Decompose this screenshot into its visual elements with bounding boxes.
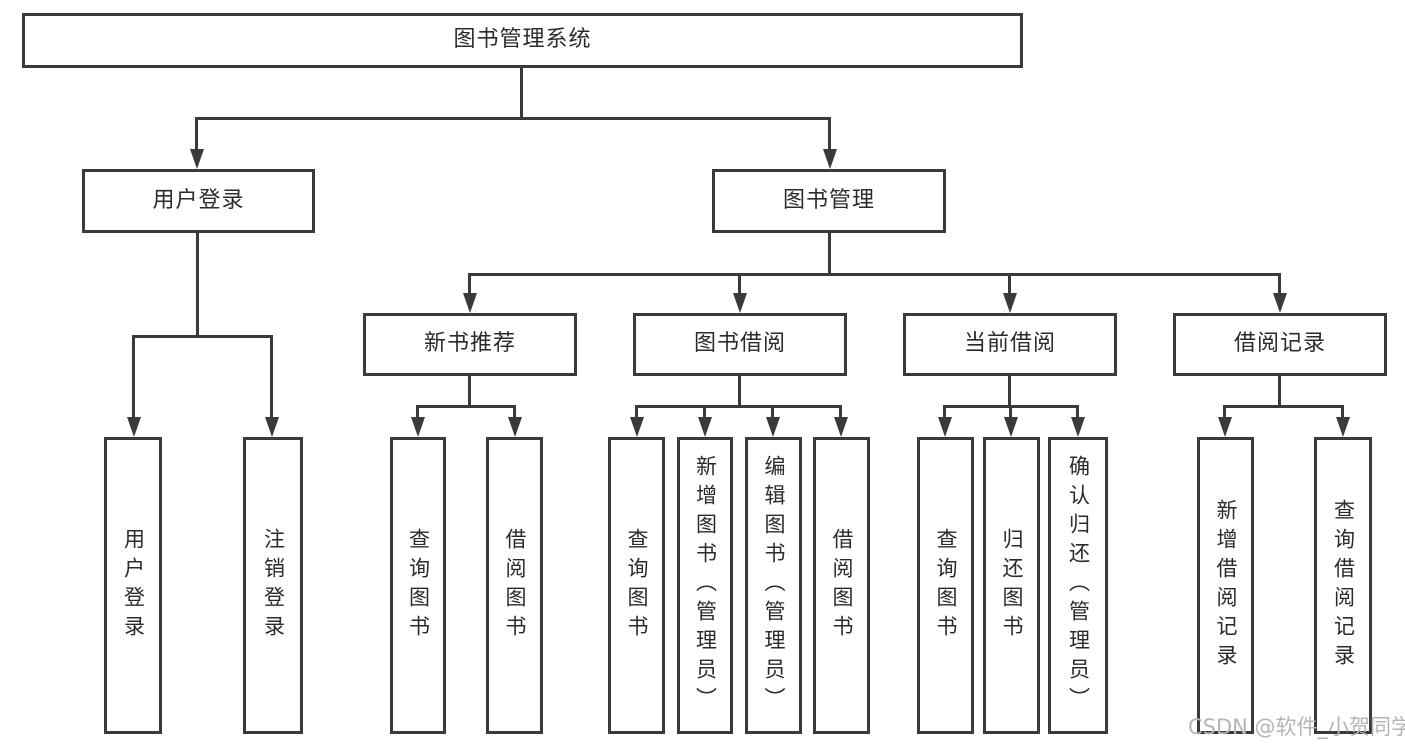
- node-query-books-borrowing: 查询图书: [608, 437, 665, 734]
- node-return-books: 归还图书: [983, 437, 1040, 734]
- connector-arrowhead: [1218, 417, 1232, 437]
- node-add-books-admin: 新增图书（管理员）: [677, 437, 733, 734]
- connector-arrowhead: [190, 149, 204, 169]
- connector-line: [1076, 405, 1079, 419]
- leaf-label: 用户登录: [121, 527, 146, 644]
- connector-line: [1341, 405, 1344, 419]
- connector-line: [195, 117, 198, 151]
- connector-line: [1009, 405, 1012, 419]
- leaf-label: 新增图书（管理员）: [693, 455, 718, 716]
- connector-arrowhead: [823, 149, 837, 169]
- connector-line: [468, 273, 1281, 276]
- node-borrowing-records: 借阅记录: [1173, 313, 1387, 376]
- node-root: 图书管理系统: [22, 13, 1023, 68]
- connector-arrowhead: [766, 417, 780, 437]
- connector-line: [468, 273, 471, 295]
- connector-line: [196, 233, 199, 338]
- connector-line: [132, 335, 135, 419]
- node-current-borrowing: 当前借阅: [903, 313, 1117, 376]
- connector-line: [635, 405, 842, 408]
- leaf-label: 确认归还（管理员）: [1066, 455, 1091, 716]
- leaf-label: 查询图书: [406, 527, 431, 644]
- leaf-label: 查询图书: [934, 527, 958, 644]
- connector-arrowhead: [411, 417, 425, 437]
- node-add-borrow-record: 新增借阅记录: [1197, 437, 1254, 734]
- connector-line: [943, 405, 946, 419]
- node-borrow-books-recommend: 借阅图书: [486, 437, 543, 734]
- leaf-label: 查询借阅记录: [1331, 498, 1356, 673]
- connector-line: [1008, 273, 1011, 295]
- connector-line: [839, 405, 842, 419]
- node-user-login: 用户登录: [82, 169, 315, 233]
- connector-line: [703, 405, 706, 419]
- connector-line: [513, 405, 516, 419]
- connector-line: [132, 335, 273, 338]
- connector-line: [828, 233, 831, 276]
- node-book-management: 图书管理: [712, 169, 946, 233]
- connector-line: [1278, 273, 1281, 295]
- connector-line: [270, 335, 273, 419]
- connector-arrowhead: [834, 417, 848, 437]
- connector-arrowhead: [127, 417, 141, 437]
- node-query-books-recommend: 查询图书: [390, 437, 446, 734]
- node-borrow-books-borrowing: 借阅图书: [813, 437, 870, 734]
- connector-arrowhead: [698, 417, 712, 437]
- connector-line: [1008, 376, 1011, 408]
- node-confirm-return-admin: 确认归还（管理员）: [1048, 437, 1108, 734]
- leaf-label: 编辑图书（管理员）: [762, 455, 786, 716]
- leaf-label: 查询图书: [625, 527, 649, 644]
- node-query-borrow-record: 查询借阅记录: [1314, 437, 1372, 734]
- connector-line: [1223, 405, 1226, 419]
- connector-line: [828, 117, 831, 151]
- connector-arrowhead: [1004, 417, 1018, 437]
- node-leaf-logout: 注销登录: [243, 437, 303, 734]
- connector-line: [1223, 405, 1344, 408]
- node-new-book-recommend: 新书推荐: [363, 313, 577, 376]
- connector-line: [468, 376, 471, 408]
- connector-line: [416, 405, 516, 408]
- connector-arrowhead: [508, 417, 522, 437]
- connector-line: [195, 117, 831, 120]
- connector-line: [416, 405, 419, 419]
- leaf-label: 归还图书: [1000, 527, 1024, 644]
- connector-line: [635, 405, 638, 419]
- connector-arrowhead: [1336, 417, 1350, 437]
- connector-line: [738, 273, 741, 295]
- node-edit-books-admin: 编辑图书（管理员）: [745, 437, 802, 734]
- node-leaf-user-login: 用户登录: [104, 437, 162, 734]
- connector-arrowhead: [1003, 293, 1017, 313]
- connector-arrowhead: [1273, 293, 1287, 313]
- connector-line: [1278, 376, 1281, 408]
- connector-arrowhead: [1071, 417, 1085, 437]
- node-book-borrowing: 图书借阅: [633, 313, 847, 376]
- connector-arrowhead: [630, 417, 644, 437]
- watermark: CSDN @软件_小贺同学: [1188, 715, 1405, 739]
- leaf-label: 新增借阅记录: [1214, 498, 1238, 673]
- leaf-label: 注销登录: [261, 527, 286, 644]
- connector-line: [520, 68, 523, 119]
- connector-line: [771, 405, 774, 419]
- connector-arrowhead: [733, 293, 747, 313]
- connector-arrowhead: [463, 293, 477, 313]
- connector-line: [738, 376, 741, 408]
- connector-arrowhead: [265, 417, 279, 437]
- leaf-label: 借阅图书: [830, 527, 854, 644]
- connector-arrowhead: [938, 417, 952, 437]
- node-query-books-current: 查询图书: [917, 437, 974, 734]
- leaf-label: 借阅图书: [503, 527, 527, 644]
